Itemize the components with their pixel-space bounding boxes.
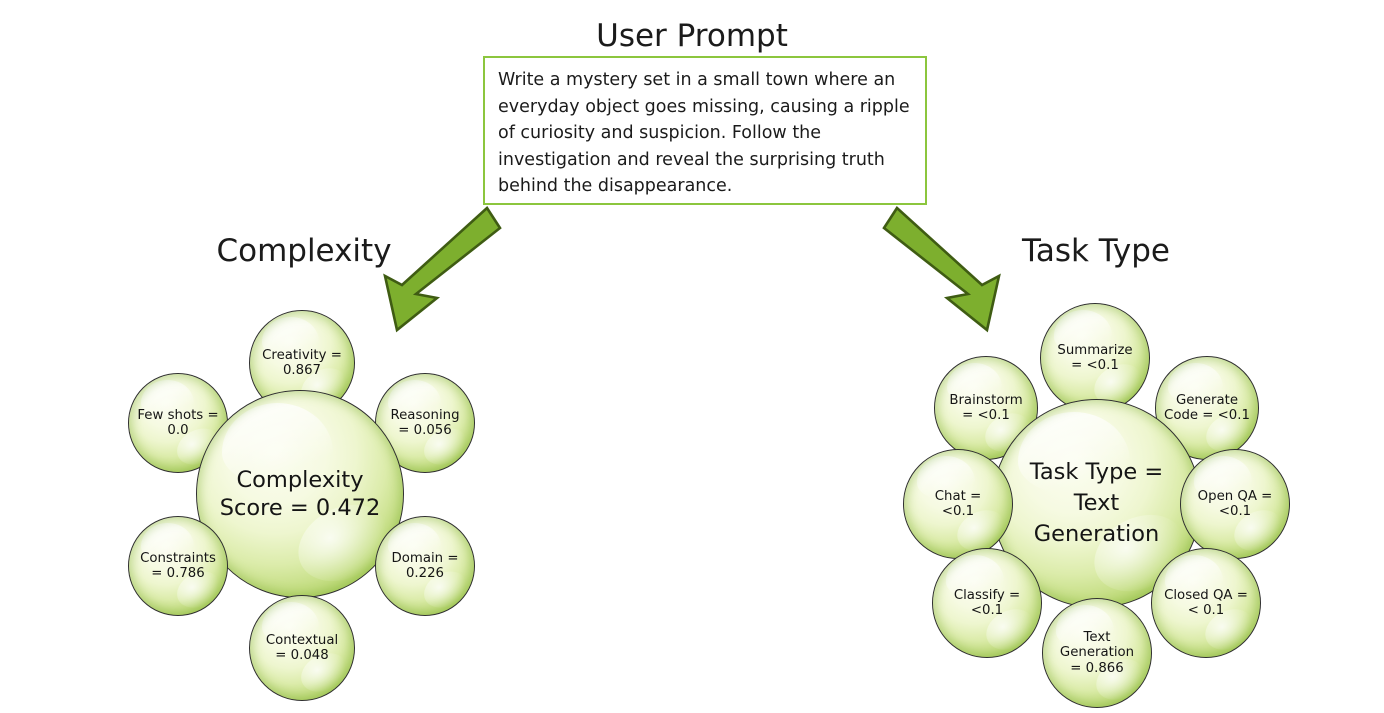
complexity-title: Complexity [216,233,392,269]
bubble-creativity-label: Creativity = 0.867 [262,347,342,379]
bubble-chat-label: Chat = <0.1 [934,488,982,520]
bubble-closed-qa[interactable]: Closed QA = < 0.1 [1151,548,1261,658]
user-prompt-text: Write a mystery set in a small town wher… [498,70,916,196]
bubble-constraints-label: Constraints = 0.786 [140,550,216,582]
bubble-few-shots-label: Few shots = 0.0 [137,407,219,439]
bubble-text-generation[interactable]: Text Generation = 0.866 [1042,598,1152,708]
bubble-contextual-label: Contextual = 0.048 [265,632,339,664]
bubble-classify-label: Classify = <0.1 [953,587,1021,619]
bubble-open-qa[interactable]: Open QA = <0.1 [1180,449,1290,559]
bubble-domain-label: Domain = 0.226 [391,550,459,582]
task-type-title: Task Type [1022,233,1170,269]
bubble-generate-code-label: Generate Code = <0.1 [1164,392,1250,424]
bubble-brainstorm-label: Brainstorm = <0.1 [949,392,1023,424]
arrow-to-complexity-icon [383,206,502,333]
user-prompt-box: Write a mystery set in a small town wher… [483,56,927,205]
bubble-closed-qa-label: Closed QA = < 0.1 [1164,587,1248,619]
user-prompt-title: User Prompt [596,18,788,54]
bubble-open-qa-label: Open QA = <0.1 [1197,488,1273,520]
bubble-summarize[interactable]: Summarize = <0.1 [1040,303,1150,413]
bubble-contextual[interactable]: Contextual = 0.048 [249,595,355,701]
bubble-classify[interactable]: Classify = <0.1 [932,548,1042,658]
bubble-task-type-result-label: Task Type = Text Generation [1029,459,1164,547]
arrow-to-task-type-icon [882,206,1001,333]
bubble-reasoning-label: Reasoning = 0.056 [390,407,460,439]
bubble-chat[interactable]: Chat = <0.1 [903,449,1013,559]
bubble-constraints[interactable]: Constraints = 0.786 [128,516,228,616]
bubble-text-generation-label: Text Generation = 0.866 [1059,629,1135,676]
bubble-domain[interactable]: Domain = 0.226 [375,516,475,616]
bubble-summarize-label: Summarize = <0.1 [1057,342,1133,374]
bubble-complexity-score-label: Complexity Score = 0.472 [219,467,381,521]
